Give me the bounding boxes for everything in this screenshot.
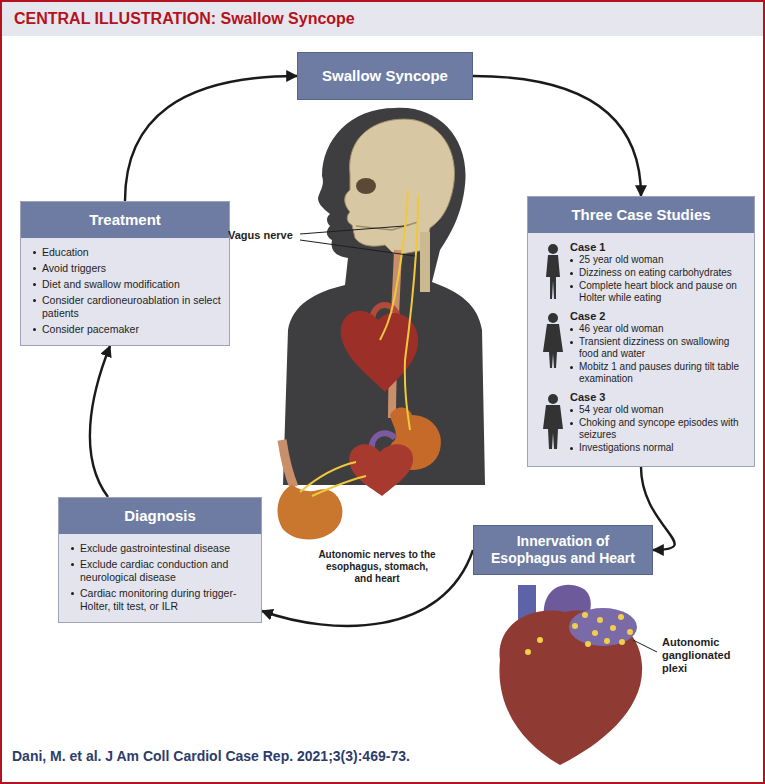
figure-body xyxy=(546,255,560,299)
plexus-dot xyxy=(592,630,598,636)
case-entry: Case 246 year old womanTransient dizzine… xyxy=(540,310,746,385)
autonomic-nerve xyxy=(312,476,366,496)
vagus-nerve xyxy=(380,190,408,340)
case-detail: Choking and syncope episodes with seizur… xyxy=(570,417,746,441)
leader-line xyxy=(300,240,415,256)
annotation-label: Autonomic ganglionated plexi xyxy=(662,636,754,675)
info-panel: Three Case StudiesCase 125 year old woma… xyxy=(527,196,755,467)
case-detail: Complete heart block and pause on Holter… xyxy=(570,280,746,304)
process-box: Swallow Syncope xyxy=(297,52,473,100)
bullet-item: Education xyxy=(33,246,221,259)
plexus-dot xyxy=(618,614,624,620)
vagus-nerve xyxy=(405,195,418,430)
plexus-dot xyxy=(537,637,543,643)
case-entry: Case 125 year old womanDizziness on eati… xyxy=(540,241,746,304)
leader-line xyxy=(633,640,657,652)
box-label: Innervation of Esophagus and Heart xyxy=(484,533,642,567)
box-text-group: Innervation of Esophagus and Heart xyxy=(484,533,642,567)
panel-heading: Three Case Studies xyxy=(528,197,754,233)
esophagus xyxy=(282,440,294,487)
figure-body xyxy=(543,405,563,449)
box-label: Swallow Syncope xyxy=(322,67,448,85)
figure-body xyxy=(543,324,563,368)
case-detail: Dizziness on eating carbohydrates xyxy=(570,267,746,279)
plexus-dot xyxy=(604,638,610,644)
cycle-arrow xyxy=(90,346,110,497)
ganglionated-plexi xyxy=(525,612,633,655)
plexus-dot xyxy=(597,617,603,623)
case-detail: Investigations normal xyxy=(570,442,746,454)
case-heading: Case 1 xyxy=(570,241,746,254)
info-panel: DiagnosisExclude gastrointestinal diseas… xyxy=(58,497,262,623)
bullet-item: Exclude cardiac conduction and neurologi… xyxy=(71,558,253,584)
case-detail: 46 year old woman xyxy=(570,323,746,335)
info-panel: TreatmentEducationAvoid triggersDiet and… xyxy=(20,201,230,346)
woman-figure-icon xyxy=(542,312,564,368)
woman-figure-icon xyxy=(542,393,564,449)
bullet-item: Cardiac monitoring during trigger-Holter… xyxy=(71,587,253,613)
case-detail: 25 year old woman xyxy=(570,254,746,266)
woman-figure-icon xyxy=(542,243,564,299)
body-silhouette xyxy=(283,108,485,485)
plexus-dot xyxy=(585,641,591,647)
left-atrium xyxy=(569,608,637,646)
plexus-dot xyxy=(619,639,625,645)
heart xyxy=(349,444,413,496)
figure-head xyxy=(548,244,558,254)
case-heading: Case 3 xyxy=(570,391,746,404)
figure-title: CENTRAL ILLUSTRATION: Swallow Syncope xyxy=(14,10,355,28)
plexus-dot xyxy=(572,623,578,629)
cycle-arrow xyxy=(125,76,297,201)
panel-heading: Treatment xyxy=(21,202,229,238)
stomach xyxy=(277,485,342,539)
case-detail: Transient dizziness on swallowing food a… xyxy=(570,336,746,360)
panel-body: EducationAvoid triggersDiet and swallow … xyxy=(21,238,229,345)
citation-caption: Dani, M. et al. J Am Coll Cardiol Case R… xyxy=(12,748,410,765)
eye-socket xyxy=(356,178,376,194)
plexus-dot xyxy=(525,649,531,655)
bullet-item: Consider cardioneuroablation in select p… xyxy=(33,294,221,320)
bullet-item: Avoid triggers xyxy=(33,262,221,275)
case-heading: Case 2 xyxy=(570,310,746,323)
annotation-label: Vagus nerve xyxy=(228,229,293,242)
panel-heading: Diagnosis xyxy=(59,498,261,534)
skull xyxy=(345,119,455,255)
plexus-dot xyxy=(610,625,616,631)
bullet-item: Diet and swallow modification xyxy=(33,278,221,291)
bullet-item: Exclude gastrointestinal disease xyxy=(71,542,253,555)
process-box: Innervation of Esophagus and Heart xyxy=(473,525,653,575)
panel-body: Exclude gastrointestinal diseaseExclude … xyxy=(59,534,261,622)
figure-head xyxy=(548,313,558,323)
plexus-dot xyxy=(582,612,588,618)
panel-body: Case 125 year old womanDizziness on eati… xyxy=(528,233,754,466)
figure-head xyxy=(548,394,558,404)
case-entry: Case 354 year old womanChoking and synco… xyxy=(540,391,746,454)
box-text-group: Swallow Syncope xyxy=(322,67,448,85)
spine xyxy=(420,232,430,292)
plexus-dot xyxy=(627,629,633,635)
bullet-item: Consider pacemaker xyxy=(33,323,221,336)
case-detail: 54 year old woman xyxy=(570,404,746,416)
annotation-label: Autonomic nerves to the esophagus, stoma… xyxy=(318,549,436,585)
cycle-arrow xyxy=(473,76,641,196)
cycle-arrow xyxy=(262,550,473,626)
case-detail: Mobitz 1 and pauses during tilt table ex… xyxy=(570,361,746,385)
leader-line xyxy=(300,226,404,234)
autonomic-nerve xyxy=(300,462,356,492)
